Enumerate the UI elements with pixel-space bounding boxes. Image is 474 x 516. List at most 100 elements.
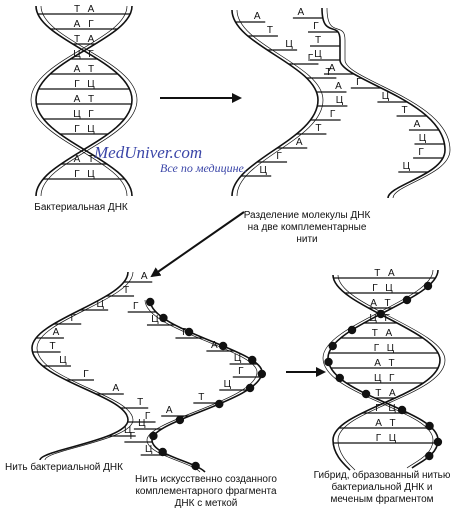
hybrid-strand-b bbox=[327, 269, 439, 469]
label-dot bbox=[376, 309, 385, 319]
base-letter: Г bbox=[83, 369, 89, 380]
label-dot bbox=[218, 341, 228, 351]
labeled-probe-strand-edge bbox=[144, 299, 258, 473]
separated-right-strand bbox=[321, 7, 446, 199]
base-letter: Т bbox=[267, 25, 273, 36]
base-letter: Т bbox=[372, 328, 378, 339]
caption-bacterial-dna: Бактериальная ДНК bbox=[34, 202, 128, 213]
base-letter: Т bbox=[389, 418, 395, 429]
caption-labeled-strand-line-3: ДНК с меткой bbox=[174, 498, 238, 509]
base-letter: А bbox=[298, 7, 305, 18]
base-letter: Т bbox=[123, 285, 129, 296]
base-letter: Г bbox=[276, 151, 282, 162]
base-letter: А bbox=[74, 64, 81, 75]
label-dot bbox=[335, 373, 344, 383]
caption-labeled-strand: Нить искусственно созданного комплемента… bbox=[118, 474, 294, 510]
base-letter: Т bbox=[74, 4, 80, 15]
base-letter: Г bbox=[330, 109, 336, 120]
base-letter: Т bbox=[315, 35, 321, 46]
base-letter: Т bbox=[375, 388, 381, 399]
caption-labeled-strand-line-2: комплементарного фрагмента bbox=[135, 486, 277, 497]
labeled-probe-strand bbox=[149, 299, 263, 473]
label-dot bbox=[361, 389, 371, 399]
label-dot bbox=[184, 327, 194, 337]
label-dot bbox=[175, 415, 185, 425]
separated-left-strand-edge bbox=[236, 9, 324, 197]
base-letter: Г bbox=[376, 433, 382, 444]
base-letter: Т bbox=[88, 64, 94, 75]
base-letter: Г bbox=[313, 21, 319, 32]
base-letter: Ц bbox=[151, 314, 159, 325]
strand-b-edge bbox=[30, 5, 128, 197]
arrow-to-probe bbox=[150, 211, 245, 278]
base-letter: Г bbox=[74, 124, 80, 135]
label-dot bbox=[215, 399, 224, 409]
caption-separation-line-2: на две комплементарные bbox=[247, 222, 367, 233]
label-dot bbox=[191, 461, 200, 471]
label-dot bbox=[423, 281, 433, 291]
base-letter: Г bbox=[308, 53, 314, 64]
base-letter: Т bbox=[385, 298, 391, 309]
base-letter: Т bbox=[74, 34, 80, 45]
base-letter: А bbox=[112, 383, 119, 394]
base-letter: А bbox=[389, 388, 396, 399]
base-letter: Ц bbox=[224, 379, 232, 390]
label-dot bbox=[324, 357, 333, 367]
base-letter: А bbox=[414, 119, 421, 130]
base-letter: Ц bbox=[145, 444, 153, 455]
separated-right-strand-edge bbox=[326, 7, 451, 199]
base-letter: Ц bbox=[234, 353, 242, 364]
base-letter: Г bbox=[88, 19, 94, 30]
base-letter: А bbox=[74, 19, 81, 30]
label-dot bbox=[347, 325, 357, 335]
base-letter: Ц bbox=[73, 109, 81, 120]
base-letter: Ц bbox=[387, 343, 395, 354]
base-letter: А bbox=[211, 340, 218, 351]
base-letter: Ц bbox=[314, 49, 322, 60]
caption-hybrid-line-3: меченым фрагментом bbox=[330, 494, 434, 505]
base-letter: Т bbox=[374, 268, 380, 279]
base-letter: Т bbox=[88, 154, 94, 165]
base-letter: А bbox=[53, 327, 60, 338]
base-letter: Г bbox=[375, 403, 381, 414]
base-letter: Ц bbox=[59, 355, 67, 366]
watermark-site: MedUniver.com bbox=[94, 143, 203, 162]
caption-separation: Разделение молекулы ДНК на две комплемен… bbox=[232, 210, 382, 246]
base-letter: Г bbox=[74, 79, 80, 90]
base-letter: А bbox=[370, 298, 377, 309]
base-letter: А bbox=[385, 328, 392, 339]
hybrid-strand-a bbox=[332, 274, 441, 471]
label-dot bbox=[149, 431, 158, 441]
base-letter: Т bbox=[315, 123, 321, 134]
strand-a-edge bbox=[40, 5, 138, 197]
label-dot bbox=[433, 437, 443, 447]
base-letter: Г bbox=[74, 169, 80, 180]
base-letter: А bbox=[88, 34, 95, 45]
base-letter: А bbox=[374, 358, 381, 369]
base-letter: Ц bbox=[96, 299, 104, 310]
base-letter: Т bbox=[180, 327, 186, 338]
base-letter: А bbox=[88, 4, 95, 15]
base-letter: Т bbox=[388, 358, 394, 369]
base-letter: Г bbox=[130, 431, 136, 442]
base-letter: А bbox=[141, 271, 148, 282]
base-letter: Ц bbox=[382, 91, 390, 102]
label-dot bbox=[425, 421, 434, 431]
caption-hybrid-line-2: бактериальной ДНК и bbox=[331, 482, 433, 493]
base-letter: Г bbox=[389, 373, 395, 384]
base-letter: Ц bbox=[403, 161, 411, 172]
base-letter: Г bbox=[372, 283, 378, 294]
strand-a bbox=[35, 5, 133, 197]
base-letter: Г bbox=[88, 49, 94, 60]
base-letter: Т bbox=[50, 341, 56, 352]
caption-separation-line-1: Разделение молекулы ДНК bbox=[243, 210, 371, 221]
base-letter: Г bbox=[133, 301, 139, 312]
bacterial-strand-edge bbox=[36, 271, 134, 461]
label-dots-probe bbox=[146, 297, 267, 471]
bacterial-strand bbox=[31, 271, 129, 461]
